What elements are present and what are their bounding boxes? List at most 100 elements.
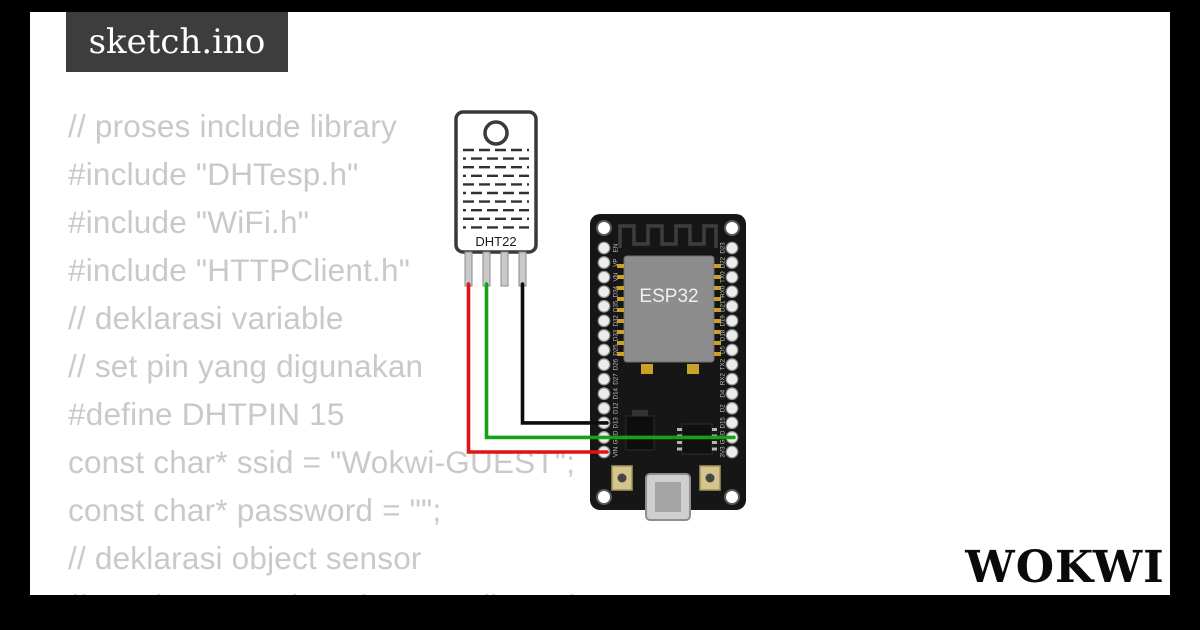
code-line: #include "WiFi.h" <box>68 204 310 240</box>
code-line: #define DHTPIN 15 <box>68 396 345 432</box>
ic-leg <box>712 428 717 431</box>
chip-pin <box>714 297 721 301</box>
chip-pin <box>714 286 721 290</box>
esp32-pin-right <box>725 256 739 269</box>
gold-pad <box>687 364 699 374</box>
micro-usb-shield <box>655 482 681 512</box>
regulator-tab <box>632 410 648 418</box>
esp32-pin-left <box>597 329 611 342</box>
code-line: const char* ssid = "Wokwi-GUEST"; <box>68 444 576 480</box>
vcc-wire[interactable] <box>466 282 609 454</box>
esp32-pin-label-left: D33 <box>613 329 620 341</box>
chip-pin <box>714 330 721 334</box>
chip-pin <box>617 308 624 312</box>
gold-pad <box>641 364 653 374</box>
chip-pin <box>617 352 624 356</box>
esp32-pin-label-right: TX2 <box>720 358 727 370</box>
esp32-pin-label-left: VP <box>613 258 620 266</box>
sketch-filename: sketch.ino <box>88 22 266 62</box>
esp32-pin-right <box>725 299 739 313</box>
chip-pin <box>714 308 721 312</box>
code-line: // set tipe DHT dan pin yang digunakan <box>68 582 620 595</box>
esp32-pin-right <box>725 285 739 299</box>
esp32-module-pins <box>617 264 721 356</box>
code-line: // proses include library <box>68 108 397 144</box>
code-line: const char* password = ""; <box>68 492 442 528</box>
ic-leg <box>712 441 717 444</box>
ic-leg <box>712 447 717 451</box>
chip-pin <box>617 341 624 345</box>
mounting-hole <box>596 489 612 505</box>
esp32-pin-label-left: D26 <box>613 358 620 370</box>
esp32-pin-label-left: D14 <box>613 387 620 399</box>
esp32-pin-right <box>725 445 739 459</box>
esp32-pin-right <box>725 329 739 342</box>
chip-pin <box>617 330 624 334</box>
esp32-pin-left <box>597 270 611 284</box>
chip-pin <box>714 275 721 279</box>
dht22-pin-nc <box>500 251 509 287</box>
mounting-hole <box>724 489 740 505</box>
esp32-pin-label-left: D25 <box>613 344 620 356</box>
esp32-pin-right <box>725 372 739 386</box>
esp32-pin-left <box>597 372 611 386</box>
esp32-pin-label-right: D19 <box>720 315 727 327</box>
esp32-pin-left <box>597 343 611 357</box>
data-wire[interactable] <box>484 282 736 440</box>
voltage-regulator <box>625 415 655 451</box>
code-line: // set pin yang digunakan <box>68 348 424 384</box>
wires <box>466 282 736 454</box>
esp32-pin-label-right: D2 <box>720 404 727 412</box>
esp32-pin-label-right: TX0 <box>720 271 727 283</box>
code-line: #include "HTTPClient.h" <box>68 252 411 288</box>
chip-pin <box>714 352 721 356</box>
dht22-grille <box>463 148 529 229</box>
esp32-pin-right <box>725 358 739 371</box>
dht22-sensor[interactable]: DHT22 <box>454 110 538 287</box>
esp32-pin-left <box>597 401 611 415</box>
esp32-pin-right <box>725 270 739 284</box>
boot-button-cap <box>705 473 715 483</box>
esp32-pin-label-left: D34 <box>613 285 620 297</box>
esp32-pin-label-right: RX2 <box>720 373 727 386</box>
esp32-pin-right <box>725 241 739 255</box>
esp32-pin-right <box>725 314 739 328</box>
chip-pin <box>714 319 721 323</box>
sketch-filename-tab: sketch.ino <box>66 12 288 72</box>
gnd-wire[interactable] <box>520 282 609 425</box>
esp32-pin-label-left: D27 <box>613 373 620 385</box>
esp32-module-label: ESP32 <box>639 286 698 307</box>
esp32-pin-left <box>597 387 611 401</box>
esp32-pin-label-right: 3V3 <box>720 446 727 458</box>
esp32-pin-left <box>597 285 611 299</box>
esp32-pin-label-right: D22 <box>720 256 727 268</box>
esp32-module <box>623 255 715 363</box>
ic-leg <box>677 447 682 451</box>
esp32-pin-label-right: D5 <box>720 345 727 353</box>
chip-pin <box>617 297 624 301</box>
en-button-cap <box>617 473 627 483</box>
dht22-label: DHT22 <box>475 234 516 249</box>
esp32-pin-label-left: VIN <box>613 447 620 457</box>
esp32-pin-label-right: D4 <box>720 389 727 397</box>
chip-pin <box>617 319 624 323</box>
chip-pin <box>617 264 624 268</box>
esp32-pin-left <box>597 256 611 269</box>
code-line: // deklarasi object sensor <box>68 540 422 576</box>
ic-leg <box>677 428 682 431</box>
dht22-mounting-hole <box>483 120 509 146</box>
mounting-hole <box>596 220 612 236</box>
esp32-pin-left <box>597 241 611 255</box>
code-line: #include "DHTesp.h" <box>68 156 359 192</box>
wifi-antenna-trace <box>618 224 718 248</box>
esp32-pin-label-right: RX0 <box>720 285 727 298</box>
dht22-pin-gnd <box>518 251 527 287</box>
esp32-pin-label-left: VN <box>613 273 620 282</box>
chip-pin <box>617 275 624 279</box>
chip-pin <box>617 286 624 290</box>
esp32-pin-label-left: D12 <box>613 402 620 414</box>
